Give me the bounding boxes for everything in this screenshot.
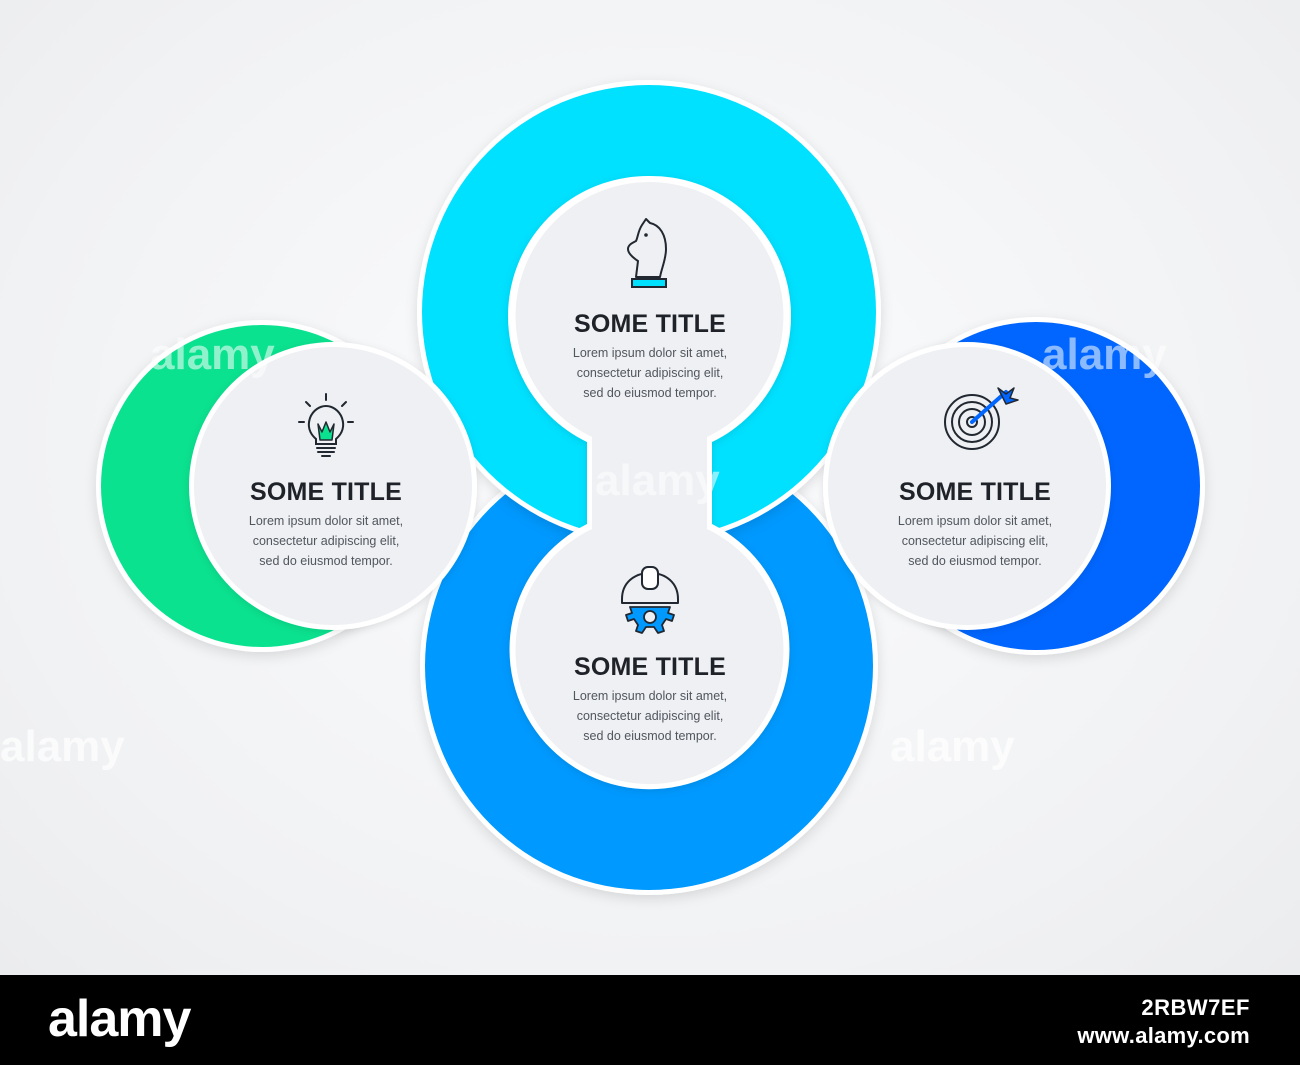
footer-url: www.alamy.com <box>1077 1023 1250 1048</box>
engineer-helmet-gear-icon <box>621 566 679 634</box>
step-4-line-2: consectetur adipiscing elit, <box>901 534 1049 548</box>
step-4-line-1: Lorem ipsum dolor sit amet, <box>897 514 1053 528</box>
step-2-card: SOME TITLE Lorem ipsum dolor sit amet, c… <box>530 310 770 403</box>
step-2-description: Lorem ipsum dolor sit amet, consectetur … <box>530 343 770 403</box>
step-2-line-3: sed do eiusmod tempor. <box>583 386 717 400</box>
step-3-description: Lorem ipsum dolor sit amet, consectetur … <box>530 686 770 746</box>
footer-image-id: 2RBW7EF <box>1141 995 1250 1020</box>
step-2-title: SOME TITLE <box>574 310 726 338</box>
step-4-title: SOME TITLE <box>899 478 1051 506</box>
step-1-description: Lorem ipsum dolor sit amet, consectetur … <box>206 511 446 571</box>
step-2-line-1: Lorem ipsum dolor sit amet, <box>572 346 728 360</box>
step-3-line-2: consectetur adipiscing elit, <box>576 709 724 723</box>
light-bulb-icon <box>298 393 354 457</box>
inner-panel-left <box>189 342 477 630</box>
step-1-title: SOME TITLE <box>250 478 402 506</box>
target-arrow-icon <box>944 387 1019 450</box>
step-3-card: SOME TITLE Lorem ipsum dolor sit amet, c… <box>530 653 770 746</box>
step-4-card: SOME TITLE Lorem ipsum dolor sit amet, c… <box>855 478 1095 571</box>
footer-bar: alamy 2RBW7EF www.alamy.com <box>0 975 1300 1065</box>
inner-panel-center <box>508 175 792 790</box>
step-4-description: Lorem ipsum dolor sit amet, consectetur … <box>855 511 1095 571</box>
chess-knight-icon <box>627 218 667 288</box>
step-3-line-3: sed do eiusmod tempor. <box>583 729 717 743</box>
step-1-line-2: consectetur adipiscing elit, <box>252 534 400 548</box>
step-4-line-3: sed do eiusmod tempor. <box>908 554 1042 568</box>
step-1-line-3: sed do eiusmod tempor. <box>259 554 393 568</box>
step-1-line-1: Lorem ipsum dolor sit amet, <box>248 514 404 528</box>
footer-logo: alamy <box>48 990 191 1048</box>
step-2-line-2: consectetur adipiscing elit, <box>576 366 724 380</box>
infographic-background: SOME TITLE Lorem ipsum dolor sit amet, c… <box>0 0 1300 975</box>
four-ring-infographic <box>96 80 1205 895</box>
step-3-title: SOME TITLE <box>574 653 726 681</box>
inner-panel-right <box>823 342 1111 630</box>
step-1-card: SOME TITLE Lorem ipsum dolor sit amet, c… <box>206 478 446 571</box>
step-3-line-1: Lorem ipsum dolor sit amet, <box>572 689 728 703</box>
